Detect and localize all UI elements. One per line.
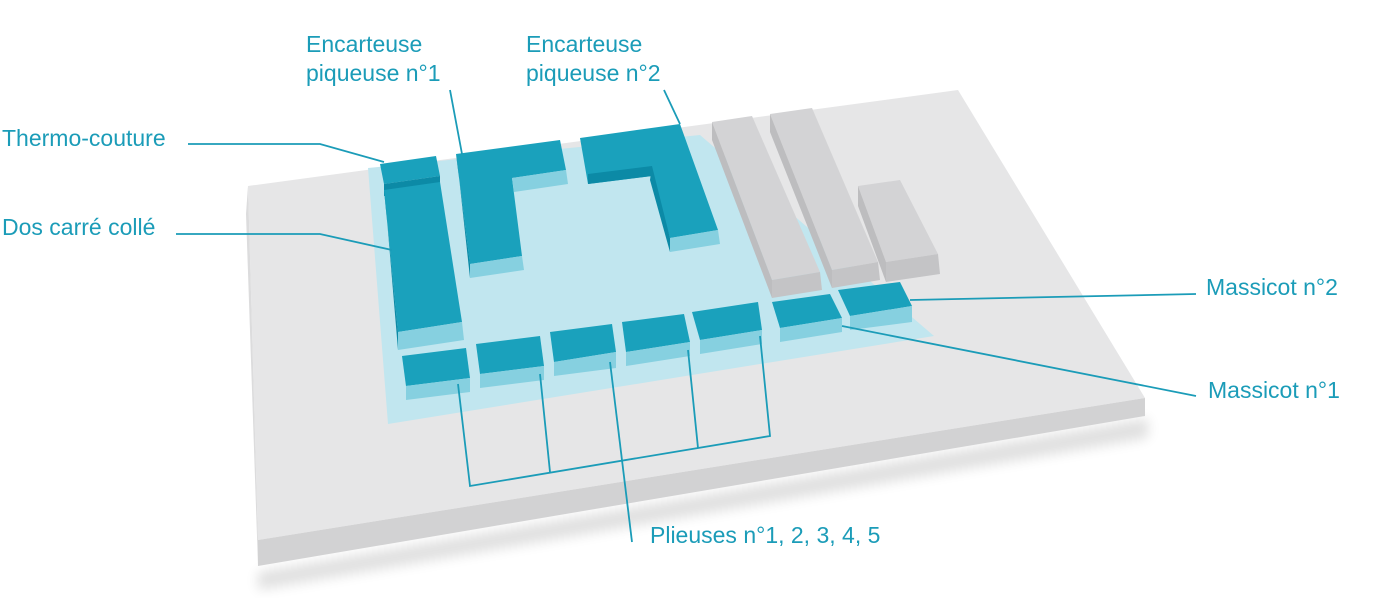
storage-block-1 — [712, 116, 822, 298]
dos-carre-colle-machine — [384, 182, 464, 350]
storage-block-2 — [770, 108, 880, 288]
leader-thermo-couture — [188, 143, 385, 163]
label-plieuses: Plieuses n°1, 2, 3, 4, 5 — [650, 522, 881, 548]
massicot-1-machine — [772, 294, 842, 342]
plieuse-3 — [550, 324, 616, 376]
leader-lines — [176, 89, 1197, 543]
label-thermo-couture: Thermo-couture — [2, 125, 166, 151]
massicot-2-machine — [838, 282, 912, 330]
plieuse-2 — [476, 336, 544, 388]
plieuse-1 — [402, 348, 470, 400]
leader-massicot-1 — [841, 325, 1197, 397]
leader-dos-carre-colle — [176, 233, 393, 251]
label-massicot-2: Massicot n°2 — [1206, 274, 1338, 300]
plieuse-4 — [622, 314, 690, 366]
plieuses-machines — [402, 302, 762, 400]
encarteuse-piqueuse-2-machine — [580, 124, 720, 252]
label-encarteuse-piqueuse-2: Encarteuse piqueuse n°2 — [526, 31, 661, 86]
label-massicot-1: Massicot n°1 — [1208, 377, 1340, 403]
plieuse-5 — [692, 302, 762, 354]
label-dos-carre-colle: Dos carré collé — [2, 214, 156, 240]
label-encarteuse-piqueuse-1: Encarteuse piqueuse n°1 — [306, 31, 441, 86]
leader-plieuses — [457, 335, 771, 543]
leader-encarteuse-1 — [449, 89, 463, 155]
encarteuse-piqueuse-1-machine — [456, 140, 568, 278]
leader-massicot-2 — [909, 293, 1197, 301]
gray-storage-blocks — [712, 108, 940, 298]
leader-encarteuse-2 — [663, 89, 681, 125]
storage-block-3 — [858, 180, 940, 282]
